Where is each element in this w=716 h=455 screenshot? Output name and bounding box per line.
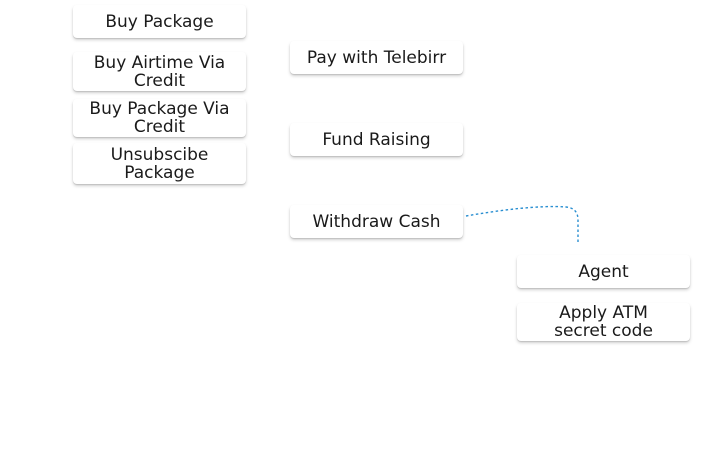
- node-buy-airtime-via-credit[interactable]: Buy Airtime Via Credit: [73, 52, 246, 91]
- node-buy-package-via-credit[interactable]: Buy Package Via Credit: [73, 99, 246, 137]
- node-pay-with-telebirr[interactable]: Pay with Telebirr: [290, 41, 463, 74]
- node-unsubscribe-package[interactable]: Unsubscibe Package: [73, 143, 246, 184]
- node-buy-package[interactable]: Buy Package: [73, 5, 246, 38]
- withdraw-cash-to-agent-connector: [465, 205, 579, 244]
- node-withdraw-cash[interactable]: Withdraw Cash: [290, 205, 463, 238]
- node-apply-atm-secret-code[interactable]: Apply ATM secret code: [517, 303, 690, 341]
- node-fund-raising[interactable]: Fund Raising: [290, 123, 463, 156]
- node-agent[interactable]: Agent: [517, 255, 690, 288]
